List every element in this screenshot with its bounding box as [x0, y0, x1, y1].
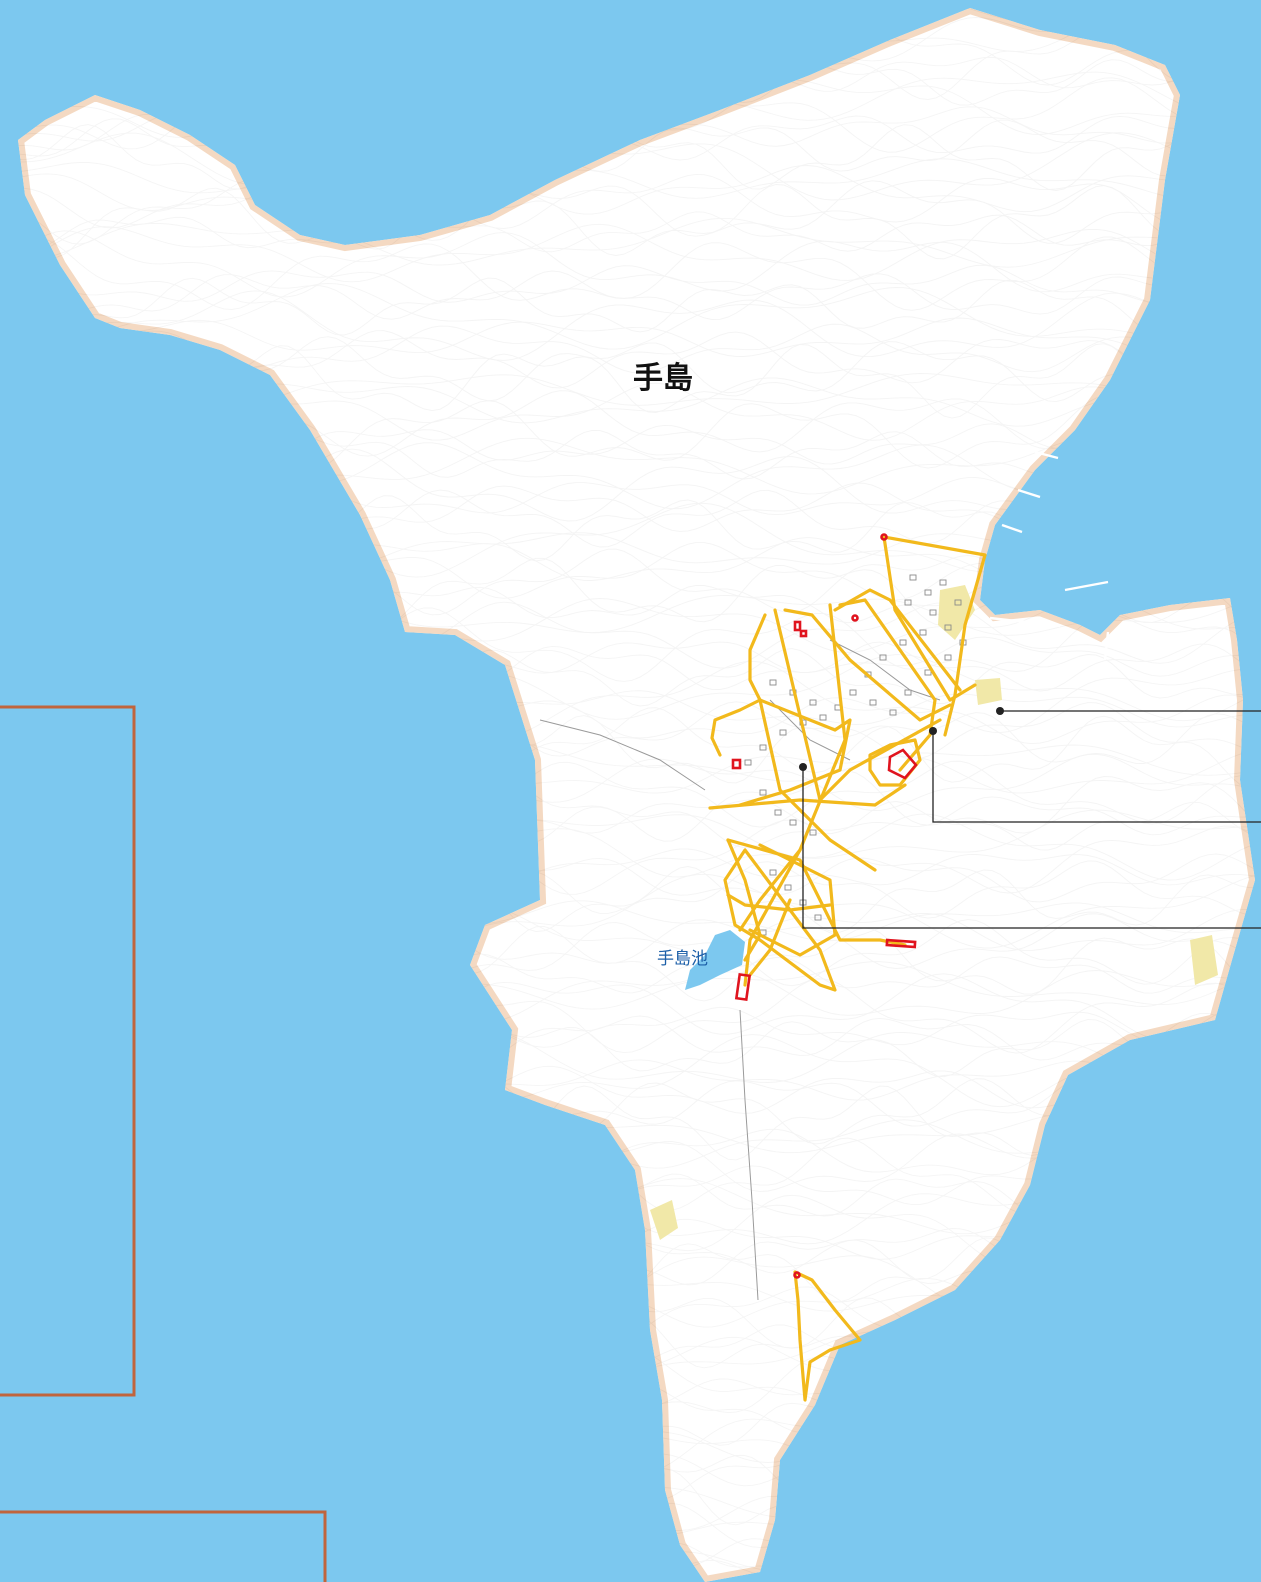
- route-south-d: [723, 848, 837, 992]
- leader-dot-2: [929, 727, 937, 735]
- building: [919, 629, 927, 636]
- building: [904, 689, 912, 696]
- building: [819, 714, 827, 721]
- island-name-label: 手島: [633, 361, 693, 396]
- building: [944, 624, 952, 631]
- building: [809, 829, 817, 836]
- route-village-b: [783, 608, 952, 722]
- leader-line-2: [932, 731, 1261, 823]
- route-cross-d: [758, 698, 877, 872]
- building: [929, 609, 937, 616]
- route-south-e: [748, 843, 837, 957]
- inset-frame-bottom: [0, 1510, 327, 1582]
- site-village-b: [799, 629, 808, 638]
- harbor-piers: [989, 450, 1110, 661]
- building: [774, 809, 782, 816]
- building: [889, 709, 897, 716]
- route-north-loop: [882, 535, 987, 737]
- village-buildings: [744, 574, 967, 936]
- leader-lines: [799, 707, 1261, 929]
- building: [744, 759, 752, 766]
- building: [954, 599, 962, 606]
- leader-dot-1: [996, 707, 1004, 715]
- building: [909, 574, 917, 581]
- building: [809, 699, 817, 706]
- route-south-a: [708, 783, 907, 810]
- route-south-h: [738, 848, 802, 932]
- route-ridge-a: [882, 535, 977, 702]
- pond-shape: [685, 930, 745, 990]
- building: [769, 679, 777, 686]
- site-east-bar: [885, 938, 917, 949]
- building: [899, 639, 907, 646]
- building: [759, 744, 767, 751]
- building: [759, 789, 767, 796]
- building: [924, 669, 932, 676]
- building: [789, 819, 797, 826]
- route-south-tip: [793, 1270, 862, 1402]
- building: [779, 729, 787, 736]
- building: [869, 699, 877, 706]
- route-west-loop: [710, 613, 767, 757]
- site-village-a: [793, 620, 802, 632]
- building: [924, 589, 932, 596]
- leader-dot-3: [799, 763, 807, 771]
- building: [849, 689, 857, 696]
- site-hall: [887, 748, 918, 780]
- building: [814, 914, 822, 921]
- minor-roads: [539, 639, 941, 1301]
- building: [939, 579, 947, 586]
- sand-patches: [650, 585, 1218, 1240]
- site-north-dot: [880, 533, 888, 541]
- building: [879, 654, 887, 661]
- inset-frames: [0, 705, 327, 1582]
- building: [944, 654, 952, 661]
- site-west-small: [731, 758, 742, 770]
- red-sites: [731, 533, 918, 1279]
- building: [784, 884, 792, 891]
- route-south-f: [726, 893, 832, 912]
- survey-routes: [708, 535, 987, 1402]
- site-south-tip-dot: [793, 1271, 801, 1279]
- building: [904, 599, 912, 606]
- route-south-g: [748, 898, 792, 977]
- pond-name-label: 手島池: [657, 949, 708, 969]
- leader-line-3: [802, 767, 1261, 929]
- site-pond-south: [734, 972, 752, 1002]
- building: [769, 869, 777, 876]
- inset-frame-left: [0, 705, 136, 1397]
- route-village-a: [838, 598, 937, 772]
- route-village-c: [833, 588, 962, 692]
- site-village-dot: [851, 614, 859, 622]
